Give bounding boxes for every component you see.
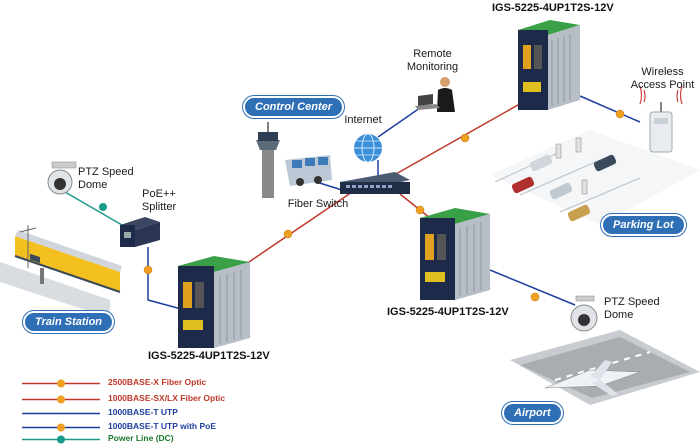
control-desk-icon bbox=[285, 155, 332, 186]
control-tower-icon bbox=[256, 122, 280, 198]
legend-item: 1000BASE-T UTP bbox=[22, 407, 262, 419]
link-badges bbox=[143, 109, 625, 302]
utp-link-ap bbox=[579, 95, 641, 123]
utp-link-ptz-right bbox=[489, 269, 576, 306]
fiber-link-left bbox=[242, 189, 356, 267]
legend-item: 1000BASE-SX/LX Fiber Optic bbox=[22, 393, 262, 405]
legend-item: 2500BASE-X Fiber Optic bbox=[22, 377, 262, 389]
model-label-middle-right: IGS-5225-4UP1T2S-12V bbox=[387, 306, 509, 318]
legend-label: 1000BASE-SX/LX Fiber Optic bbox=[108, 393, 226, 403]
wireless-ap-icon bbox=[639, 85, 683, 153]
parking-lot-scene bbox=[490, 130, 700, 225]
switch-bottom-left bbox=[178, 256, 250, 348]
internet-globe-icon bbox=[354, 133, 382, 163]
legend-label: 2500BASE-X Fiber Optic bbox=[108, 377, 207, 387]
legend-item: 1000BASE-T UTP with PoE bbox=[22, 421, 262, 433]
internet-label: Internet bbox=[344, 114, 382, 126]
parking-lot-tag: Parking Lot bbox=[601, 214, 686, 236]
legend-label: 1000BASE-T UTP bbox=[108, 407, 178, 417]
model-label-top-right: IGS-5225-4UP1T2S-12V bbox=[492, 2, 614, 14]
poe-splitter-label: PoE++ Splitter bbox=[141, 188, 177, 213]
fiber-switch-label: Fiber Switch bbox=[287, 198, 349, 210]
remote-monitoring-icon bbox=[415, 77, 455, 112]
fiber-switch-device bbox=[340, 172, 410, 194]
train-station-tag: Train Station bbox=[23, 311, 115, 333]
remote-monitoring-label: Remote Monitoring bbox=[406, 48, 459, 73]
ptz-left-label: PTZ Speed Dome bbox=[78, 166, 134, 191]
dc-badge bbox=[99, 203, 107, 211]
ptz-camera-right-icon bbox=[570, 295, 598, 332]
legend-label: Power Line (DC) bbox=[108, 433, 174, 443]
ptz-camera-left-icon bbox=[47, 161, 77, 195]
poe-splitter-icon bbox=[120, 217, 160, 247]
switch-top-right bbox=[518, 20, 580, 110]
train-scene bbox=[0, 225, 122, 318]
utp-link-splitter bbox=[147, 247, 186, 311]
control-center-tag: Control Center bbox=[243, 96, 344, 118]
dc-line bbox=[64, 191, 123, 226]
switch-middle-right bbox=[420, 208, 490, 300]
legend-item: Power Line (DC) bbox=[22, 433, 262, 445]
model-label-bottom-left: IGS-5225-4UP1T2S-12V bbox=[148, 350, 270, 362]
ptz-right-label: PTZ Speed Dome bbox=[604, 296, 660, 321]
legend-label: 1000BASE-T UTP with PoE bbox=[108, 421, 217, 431]
airport-tag: Airport bbox=[502, 402, 563, 424]
wireless-ap-label: Wireless Access Point bbox=[630, 66, 695, 91]
airport-scene bbox=[510, 330, 700, 405]
